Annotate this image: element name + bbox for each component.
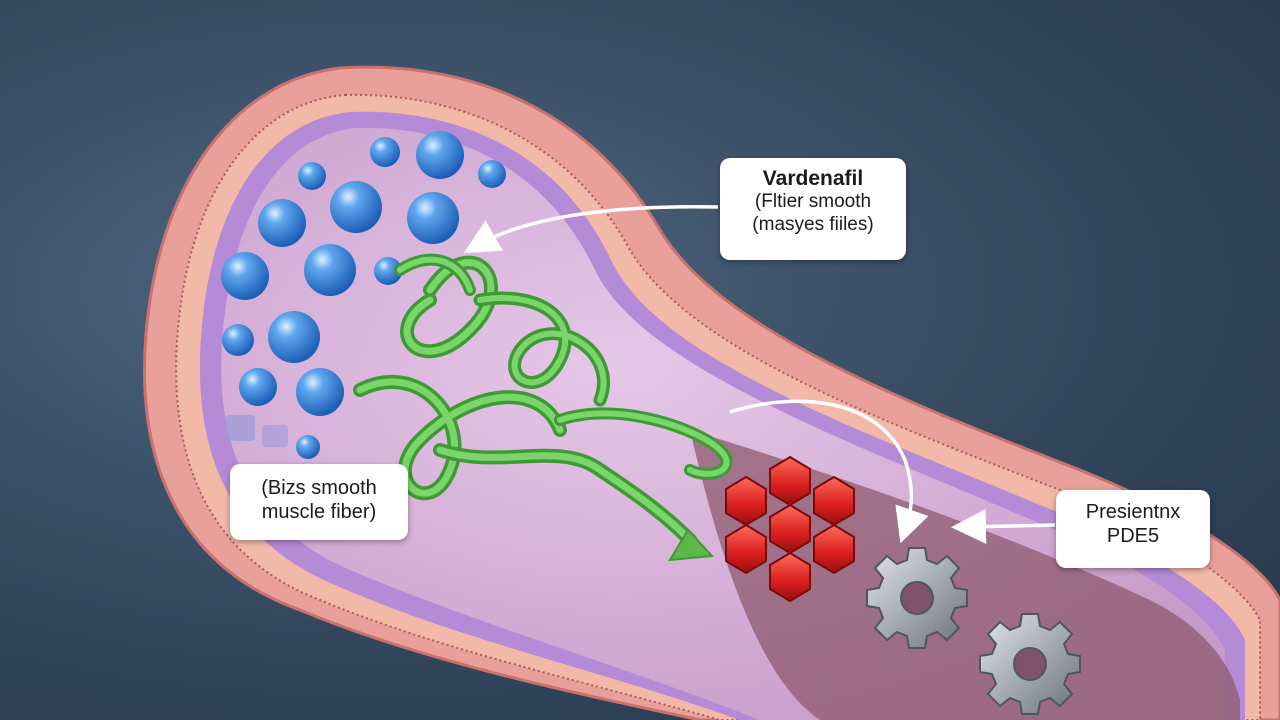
bubble (304, 244, 356, 296)
bubble (239, 368, 277, 406)
blue-bubble-cluster (221, 131, 506, 459)
ribbon-arrow-tip (668, 528, 715, 562)
green-ribbon-fiber (353, 253, 733, 562)
muscle-line-2: muscle fiber) (261, 501, 377, 523)
bubble (258, 199, 306, 247)
gear-icon (979, 613, 1081, 715)
bubble (221, 252, 269, 300)
bubble (407, 192, 459, 244)
arrow-curve-to-gear (729, 399, 929, 544)
pde5-line-2: PDE5 (1106, 525, 1160, 547)
vardenafil-callout: Vardenafil (Fltier smooth (masyes fiiles… (720, 158, 906, 260)
bubble (374, 257, 402, 285)
hexagon (769, 551, 811, 603)
pde5-callout: Presientnx PDE5 (1056, 490, 1210, 568)
arrow-vardenafil-to-fiber (463, 205, 719, 253)
bubble (416, 131, 464, 179)
bubble-square (262, 425, 288, 447)
bubble (330, 181, 382, 233)
arrow-pde5-to-gear (951, 509, 1056, 545)
pde5-line-1: Presientnx (1085, 501, 1181, 523)
red-hexagon-molecule (725, 455, 855, 603)
bubble-square (225, 415, 255, 441)
hexagon (813, 523, 855, 575)
bubble (268, 311, 320, 363)
bubble (478, 160, 506, 188)
hexagon (725, 523, 767, 575)
vardenafil-line-1: (Fltier smooth (754, 191, 872, 213)
bubble (222, 324, 254, 356)
muscle-line-1: (Bizs smooth (261, 477, 377, 499)
muscle-fiber-callout: (Bizs smooth muscle fiber) (230, 464, 408, 540)
vardenafil-line-2: (masyes fiiles) (752, 213, 874, 235)
bubble (298, 162, 326, 190)
gear-icon (866, 547, 968, 649)
bubble (296, 368, 344, 416)
vardenafil-title: Vardenafil (762, 167, 864, 190)
bubble (370, 137, 400, 167)
bubble (296, 435, 320, 459)
